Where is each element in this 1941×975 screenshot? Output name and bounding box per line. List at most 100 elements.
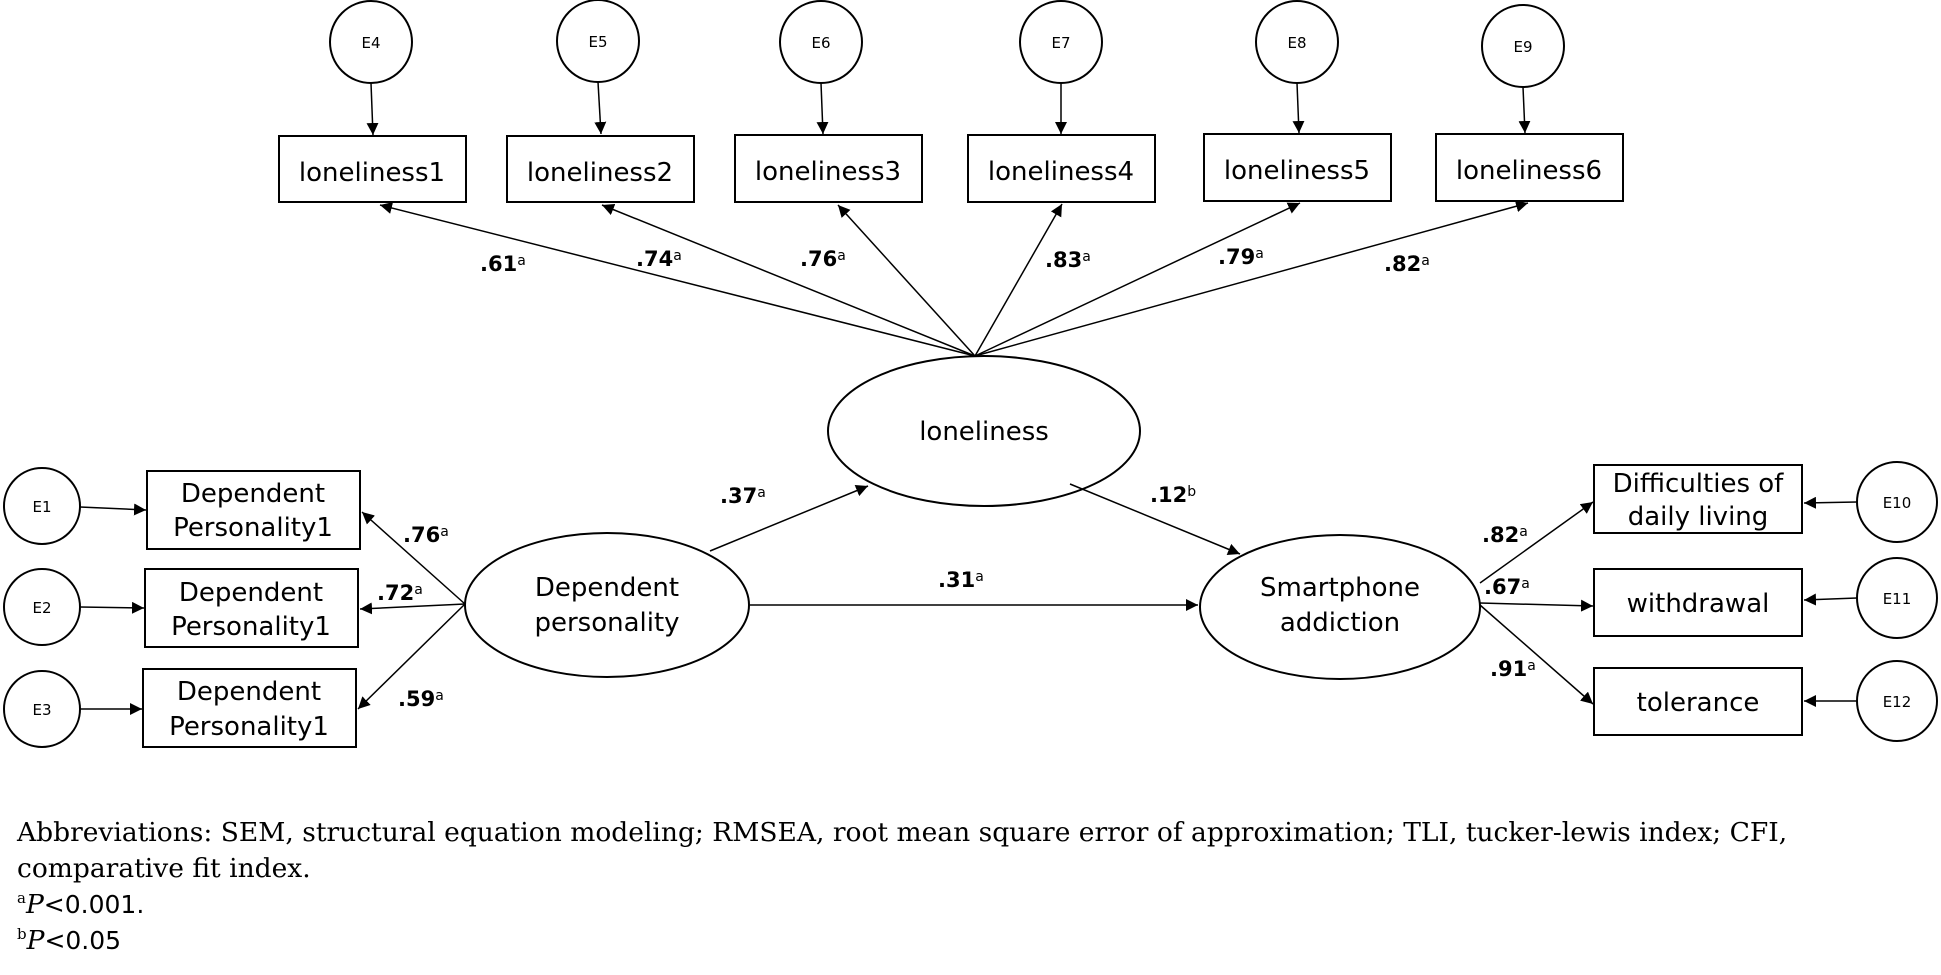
path-label-dp-sa: .31a — [938, 568, 984, 592]
indicator-dp2-line2: Personality1 — [171, 612, 331, 642]
error-e3-label: E3 — [32, 701, 51, 719]
indicator-loneliness1-label: loneliness1 — [299, 158, 445, 188]
arrow-loneliness-to-item3 — [837, 204, 976, 357]
indicator-difficulties-line1: Difficulties of — [1613, 469, 1785, 499]
path-label-dp-lon: .37a — [720, 484, 766, 508]
loading-label-dp2: .72a — [377, 581, 423, 605]
error-e1: E1 — [3, 467, 81, 545]
loading-label-sa-with: .67a — [1484, 575, 1530, 599]
arrow-dp-to-item1 — [361, 511, 466, 605]
footnote-a-p: P — [25, 889, 44, 920]
indicator-loneliness4-label: loneliness4 — [988, 157, 1134, 187]
error-e9: E9 — [1481, 4, 1565, 88]
error-e7-label: E7 — [1051, 34, 1070, 52]
error-e11: E11 — [1856, 557, 1938, 639]
indicator-dependent-personality-1: Dependent Personality1 — [146, 470, 361, 550]
error-e9-label: E9 — [1513, 38, 1532, 56]
indicator-withdrawal-label: withdrawal — [1627, 589, 1770, 619]
arrow-e5 — [594, 81, 607, 135]
indicator-withdrawal: withdrawal — [1593, 568, 1803, 637]
arrow-dp-to-item2 — [359, 602, 466, 615]
indicator-dependent-personality-3: Dependent Personality1 — [142, 668, 357, 748]
latent-smartphone-addiction-line2: addiction — [1280, 608, 1400, 638]
latent-smartphone-addiction-line1: Smartphone — [1260, 573, 1420, 603]
error-e7: E7 — [1019, 0, 1103, 84]
loading-label-l5: .79a — [1218, 245, 1264, 269]
error-e5: E5 — [556, 0, 640, 83]
arrow-e8 — [1292, 82, 1305, 134]
indicator-dp3-line1: Dependent — [177, 677, 321, 707]
indicator-dependent-personality-2: Dependent Personality1 — [144, 568, 359, 648]
error-e12: E12 — [1856, 660, 1938, 742]
arrow-e1 — [79, 503, 147, 516]
footnote-a: aP<0.001. — [17, 887, 1927, 923]
indicator-difficulties-daily-living: Difficulties of daily living — [1593, 464, 1803, 534]
arrow-e6 — [816, 82, 829, 135]
indicator-dp1-line1: Dependent — [181, 479, 325, 509]
loading-label-l3: .76a — [800, 247, 846, 271]
latent-dependent-personality: Dependent personality — [464, 532, 750, 678]
error-e3: E3 — [3, 670, 81, 748]
error-e1-label: E1 — [32, 498, 51, 516]
error-e5-label: E5 — [588, 33, 607, 51]
arrow-e11 — [1803, 593, 1858, 606]
indicator-loneliness5-label: loneliness5 — [1224, 156, 1370, 186]
indicator-loneliness6-label: loneliness6 — [1456, 156, 1602, 186]
arrow-sa-to-withdrawal — [1479, 599, 1594, 612]
arrow-loneliness-to-item5 — [974, 202, 1301, 357]
indicator-dp3-line2: Personality1 — [169, 712, 329, 742]
latent-loneliness-label: loneliness — [919, 417, 1049, 447]
loading-label-l1: .61a — [480, 252, 526, 276]
sem-path-diagram: E4 E5 E6 E7 E8 E9 loneliness1 loneliness… — [3, 0, 1938, 748]
indicator-loneliness2: loneliness2 — [506, 135, 695, 203]
loading-label-sa-tol: .91a — [1490, 657, 1536, 681]
indicator-tolerance-label: tolerance — [1637, 688, 1760, 718]
arrow-loneliness-to-item2 — [601, 203, 976, 357]
latent-dependent-personality-line1: Dependent — [535, 573, 679, 603]
footnote-b-text: <0.05 — [44, 926, 122, 955]
arrow-dp-to-loneliness — [709, 485, 869, 552]
arrow-e10 — [1803, 496, 1858, 509]
footnote-b-p: P — [26, 925, 45, 956]
error-e10: E10 — [1856, 461, 1938, 543]
latent-loneliness: loneliness — [827, 355, 1141, 507]
indicator-loneliness4: loneliness4 — [967, 134, 1156, 203]
indicator-loneliness2-label: loneliness2 — [527, 158, 673, 188]
error-e6-label: E6 — [811, 34, 830, 52]
footnote-a-text: <0.001. — [43, 890, 145, 919]
error-e8-label: E8 — [1287, 34, 1306, 52]
error-e2: E2 — [3, 568, 81, 646]
arrow-loneliness-to-sa — [1069, 483, 1241, 555]
indicator-loneliness5: loneliness5 — [1203, 133, 1392, 202]
error-e4: E4 — [329, 0, 413, 84]
indicator-loneliness3: loneliness3 — [734, 134, 923, 203]
error-e8: E8 — [1255, 0, 1339, 84]
indicator-dp1-line2: Personality1 — [173, 513, 333, 543]
arrow-sa-to-tolerance — [1479, 604, 1594, 705]
indicator-dp2-line1: Dependent — [179, 578, 323, 608]
latent-dependent-personality-line2: personality — [534, 608, 679, 638]
error-e6: E6 — [779, 0, 863, 84]
footnote-b-mark: b — [17, 925, 27, 943]
loading-label-dp1: .76a — [403, 523, 449, 547]
abbreviations-note: Abbreviations: SEM, structural equation … — [17, 817, 1788, 884]
footnote-a-mark: a — [17, 889, 26, 907]
loading-label-dp3: .59a — [398, 687, 444, 711]
figure-notes: Abbreviations: SEM, structural equation … — [17, 815, 1927, 959]
arrow-loneliness-to-item1 — [379, 202, 976, 357]
loading-label-sa-diff: .82a — [1482, 523, 1528, 547]
loading-label-l2: .74a — [636, 247, 682, 271]
error-e10-label: E10 — [1883, 494, 1912, 512]
arrow-e9 — [1518, 86, 1531, 134]
error-e4-label: E4 — [361, 34, 380, 52]
latent-smartphone-addiction: Smartphone addiction — [1199, 534, 1481, 680]
error-e2-label: E2 — [32, 599, 51, 617]
arrow-sa-to-difficulties — [1479, 501, 1594, 584]
loading-label-l6: .82a — [1384, 252, 1430, 276]
indicator-loneliness1: loneliness1 — [278, 135, 467, 203]
loading-label-l4: .83a — [1045, 248, 1091, 272]
indicator-difficulties-line2: daily living — [1628, 502, 1769, 532]
arrow-loneliness-to-item6 — [974, 200, 1529, 357]
indicator-tolerance: tolerance — [1593, 667, 1803, 736]
indicator-loneliness3-label: loneliness3 — [755, 157, 901, 187]
